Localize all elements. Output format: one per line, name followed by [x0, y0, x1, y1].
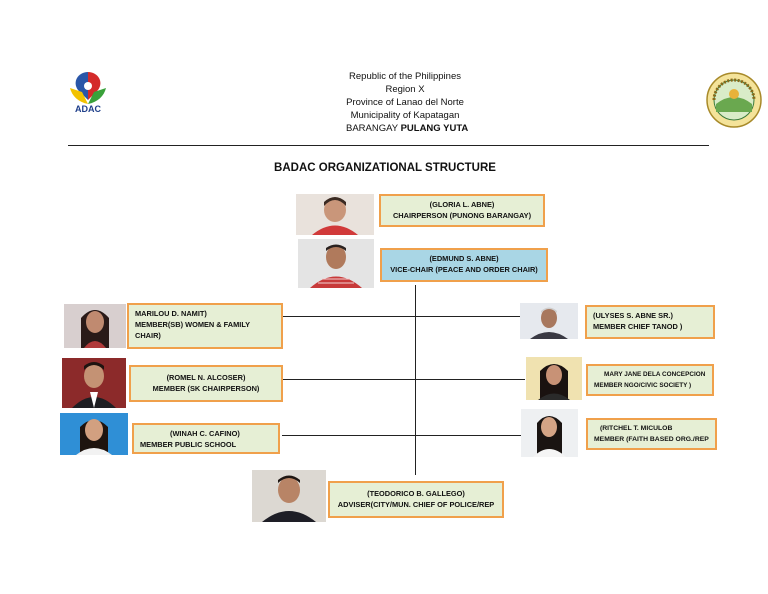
member-name: (RITCHEL T. MICULOB — [600, 425, 673, 432]
portrait-icon — [62, 358, 126, 408]
member-box-sk: (ROMEL N. ALCOSER) MEMBER (SK CHAIRPERSO… — [129, 365, 283, 402]
member-name: (ULYSES S. ABNE SR.) — [593, 311, 673, 320]
portrait-icon — [64, 304, 126, 348]
member-name: MARILOU D. NAMIT) — [135, 309, 207, 318]
member-box-ngo: MARY JANE DELA CONCEPCION MEMBER NGO/CIV… — [586, 364, 714, 396]
photo-school — [60, 413, 128, 455]
member-box-chair: (GLORIA L. ABNE) CHAIRPERSON (PUNONG BAR… — [379, 194, 545, 227]
header-region: Region X — [385, 84, 425, 95]
barangay-prefix: BARANGAY — [346, 123, 401, 134]
connector-row2 — [282, 379, 525, 380]
photo-tanod — [520, 303, 578, 339]
member-role: CHAIRPERSON (PUNONG BARANGAY) — [392, 211, 532, 220]
member-box-women: MARILOU D. NAMIT) MEMBER(SB) WOMEN & FAM… — [127, 303, 283, 349]
portrait-icon — [298, 239, 374, 288]
adac-hands-icon — [70, 72, 106, 104]
member-role: MEMBER CHIEF TANOD ) — [593, 322, 683, 331]
photo-ngo — [526, 357, 582, 400]
portrait-icon — [60, 413, 128, 455]
member-role: MEMBER NGO/CIVIC SOCIETY ) — [594, 382, 692, 389]
connector-row3 — [282, 435, 522, 436]
barangay-seal — [706, 72, 762, 128]
member-role: MEMBER(SB) WOMEN & FAMILY — [135, 320, 251, 329]
document-header: Republic of the Philippines Region X Pro… — [300, 70, 510, 135]
member-box-school: (WINAH C. CAFINO) MEMBER PUBLIC SCHOOL — [132, 423, 280, 454]
member-name: (TEODORICO B. GALLEGO) — [367, 489, 465, 498]
barangay-seal-icon — [706, 72, 762, 128]
member-role: MEMBER (SK CHAIRPERSON) — [152, 384, 260, 393]
member-name: (WINAH C. CAFINO) — [170, 429, 240, 438]
adac-logo: ADAC — [64, 66, 112, 118]
member-name: (EDMUND S. ABNE) — [429, 254, 499, 263]
member-name: (ROMEL N. ALCOSER) — [166, 373, 246, 382]
photo-faith — [521, 409, 578, 457]
member-box-faith: (RITCHEL T. MICULOB MEMBER (FAITH BASED … — [586, 418, 717, 450]
photo-women — [64, 304, 126, 348]
photo-vice — [298, 239, 374, 288]
member-role-continued: CHAIR) — [135, 331, 161, 340]
page-title: BADAC ORGANIZATIONAL STRUCTURE — [274, 162, 496, 174]
connector-trunk — [415, 285, 417, 475]
member-name: MARY JANE DELA CONCEPCION — [604, 371, 706, 378]
header-municipality: Municipality of Kapatagan — [350, 110, 460, 121]
portrait-icon — [252, 470, 326, 522]
header-barangay: BARANGAY PULANG YUTA — [300, 122, 510, 135]
member-box-adviser: (TEODORICO B. GALLEGO) ADVISER(CITY/MUN.… — [328, 481, 504, 518]
portrait-icon — [520, 303, 578, 339]
header-country: Republic of the Philippines — [349, 71, 461, 82]
portrait-icon — [526, 357, 582, 400]
member-role: VICE-CHAIR (PEACE AND ORDER CHAIR) — [390, 265, 538, 274]
portrait-icon — [521, 409, 578, 457]
member-box-tanod: (ULYSES S. ABNE SR.) MEMBER CHIEF TANOD … — [585, 305, 715, 339]
member-role: MEMBER (FAITH BASED ORG./REP — [594, 436, 709, 443]
photo-sk — [62, 358, 126, 408]
header-divider — [68, 145, 709, 146]
member-role: MEMBER PUBLIC SCHOOL — [140, 440, 237, 449]
connector-row1 — [282, 316, 522, 317]
portrait-icon — [296, 194, 374, 235]
barangay-name: PULANG YUTA — [400, 123, 469, 134]
member-name: (GLORIA L. ABNE) — [429, 200, 495, 209]
header-province: Province of Lanao del Norte — [346, 97, 464, 108]
photo-adviser — [252, 470, 326, 522]
adac-logo-text: ADAC — [75, 104, 101, 114]
member-role: ADVISER(CITY/MUN. CHIEF OF POLICE/REP — [337, 500, 495, 509]
photo-chair — [296, 194, 374, 235]
member-box-vice: (EDMUND S. ABNE) VICE-CHAIR (PEACE AND O… — [380, 248, 548, 282]
